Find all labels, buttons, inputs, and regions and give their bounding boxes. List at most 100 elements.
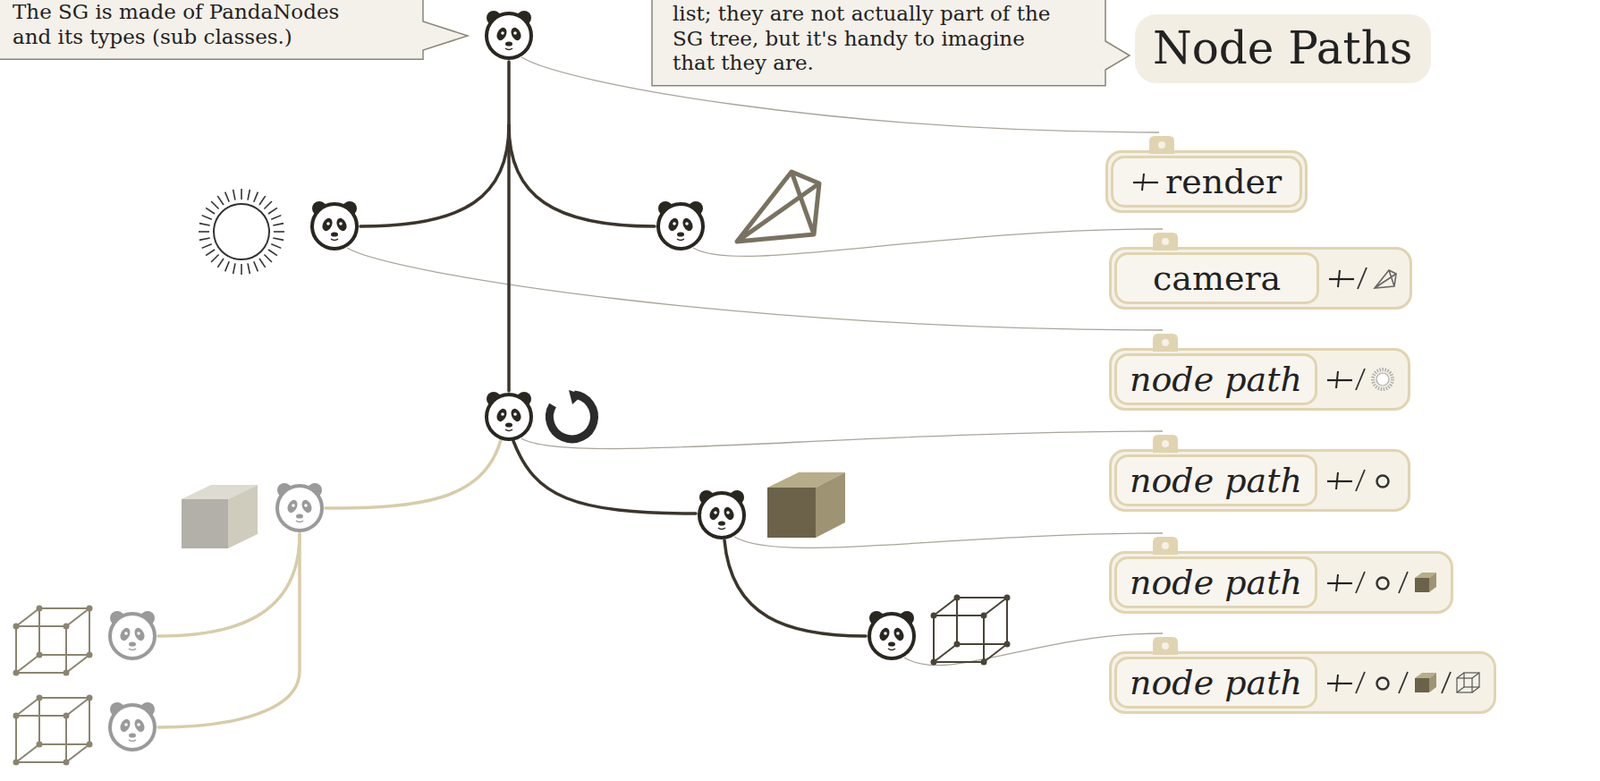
panda-nodes [110,10,915,750]
sun-ray [198,230,210,233]
callout-text: list; they are not actually part of the … [672,1,1062,77]
sun-ray [272,223,284,226]
path-separator [1398,571,1408,593]
path-separator [1355,469,1365,492]
path-icons [1317,664,1491,701]
pill-tab-hole [1161,440,1169,448]
sun-ray [253,192,259,203]
path-icon [1414,572,1437,593]
path-separator [1398,671,1408,694]
graph-links [158,61,866,728]
node-path-pill: camera [1108,246,1413,310]
pill-text: node path [1129,457,1303,504]
pill-tab [1149,432,1182,453]
pill-text: render [1165,158,1282,205]
path-icons [1317,564,1448,601]
pill-tab [1149,331,1182,352]
path-icon [1327,674,1353,692]
sun-ray [233,189,236,201]
pill-label: camera [1114,252,1320,305]
sun-ray [205,249,215,256]
pill-label: node path [1114,556,1318,609]
wire-cube [931,594,1011,666]
pill-tab [1152,536,1178,555]
sun-ray [268,207,278,214]
sun-ray [273,230,285,233]
pill-tab [1152,232,1178,251]
path-icon [1327,574,1353,592]
callout-box: The SG is made of PandaNodes and its typ… [0,0,424,60]
sun-ray [217,195,224,205]
path-separator [1441,671,1451,694]
pill-tab-hole [1161,541,1169,550]
sun-ray [211,201,219,209]
leader-line [521,431,1163,449]
pill-tab [1152,333,1178,352]
callout-shape [0,0,468,60]
path-separator [1355,368,1365,390]
pill-text: node path [1129,355,1303,403]
pill-label: node path [1114,656,1318,709]
geom-cube-grey [181,484,258,549]
pill-tab [1149,634,1182,655]
sun-ray [205,207,215,214]
pill-tab [1152,636,1178,655]
pill-tab [1152,434,1178,453]
pill-tab [1149,230,1182,251]
pill-tab [1145,134,1178,154]
heading-text: Node Paths [1152,19,1414,78]
node-path-pill: node path [1108,550,1454,614]
sun-ray [263,201,271,209]
sun-ray [240,188,243,200]
callout-text: The SG is made of PandaNodes and its typ… [12,0,380,50]
sun-ray [247,189,250,201]
path-icons [1317,361,1406,398]
node-path-pill: render [1105,150,1308,213]
pill-tab [1149,534,1182,555]
geom-cube [767,472,846,538]
sun-ray [233,262,236,274]
sun-ray [199,223,211,226]
heading-box: Node Paths [1134,14,1431,84]
sun-ray [202,244,212,249]
path-separator [1355,571,1365,593]
path-icon [1376,475,1389,488]
path-icons [1317,462,1406,499]
wire-cube-grey [13,694,94,766]
sun-ray [225,261,230,271]
path-separator [1357,267,1367,289]
node-path-pill: node path [1108,347,1411,411]
model-icon [549,389,594,440]
callout-shape [651,0,1130,86]
pill-tab-hole [1158,141,1166,149]
node-path-pill: node path [1108,448,1411,512]
sun-ray [268,249,278,256]
sun-ray [259,195,266,205]
path-icon [1376,677,1389,690]
sun-ray [217,258,224,268]
path-icon [1376,577,1389,590]
path-icon [1372,369,1393,390]
path-icon [1414,672,1437,693]
leader-line [693,228,1163,256]
path-separator [1355,671,1365,694]
sun-ray [263,253,271,262]
path-icon [1329,270,1355,288]
pill-label: node path [1114,353,1318,406]
render-icon [1131,168,1160,195]
sun-ray [240,263,243,275]
path-icons [1319,260,1407,297]
light-icon [198,188,285,275]
sun-ray [270,215,281,221]
pill-text: camera [1152,254,1281,302]
path-icon [1374,270,1397,288]
pill-tab-hole [1161,237,1169,246]
path-icon [1327,371,1353,389]
sun-ray [211,253,219,262]
sun-ray [247,262,250,274]
pill-label: render [1110,155,1303,208]
node-path-pill: node path [1108,651,1497,714]
sun-ray [253,261,259,271]
callout-box: list; they are not actually part of the … [651,0,1107,87]
render-icon [1133,173,1159,191]
